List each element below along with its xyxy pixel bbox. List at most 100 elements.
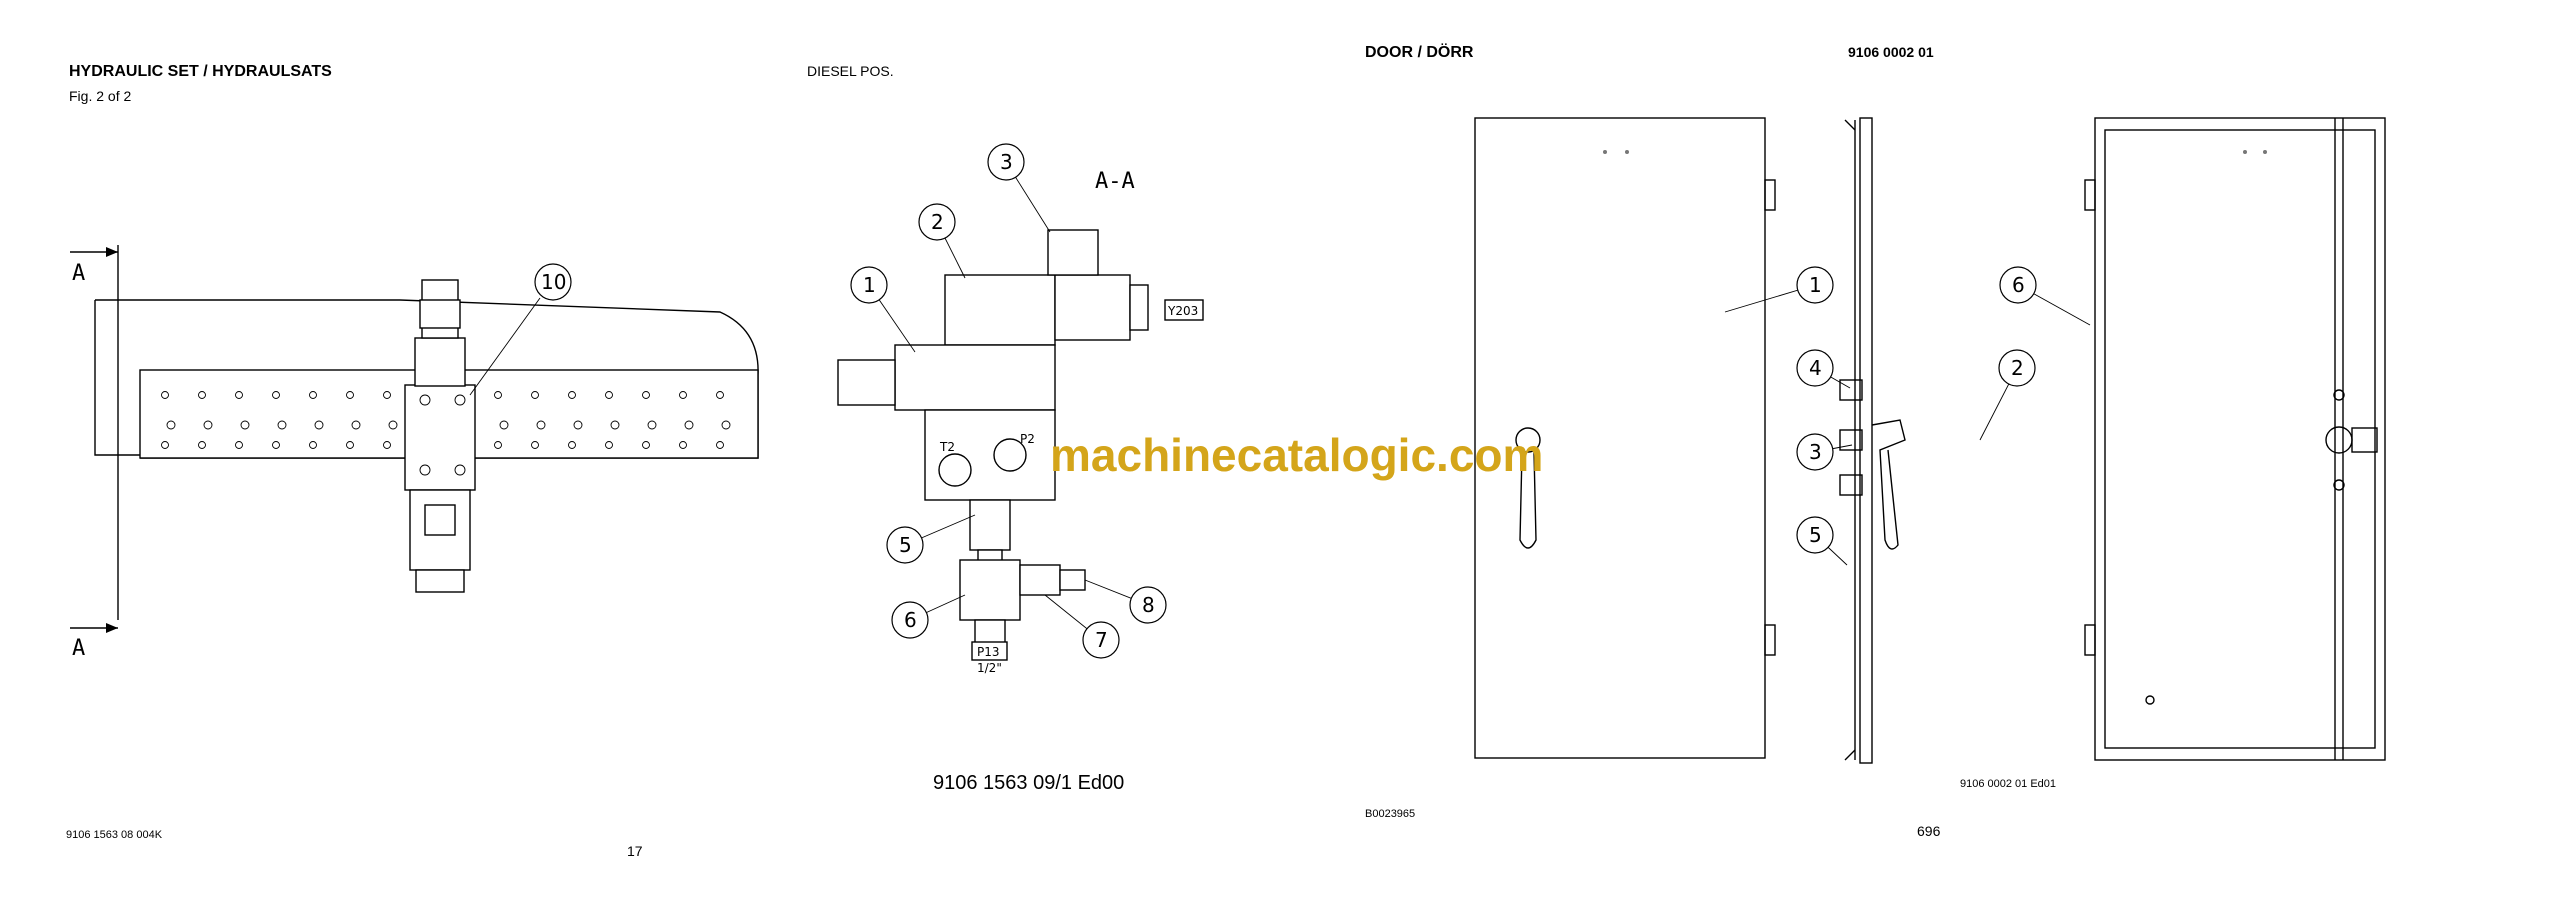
callout-3: 3 bbox=[1796, 433, 1853, 471]
callout-label: 5 bbox=[1809, 523, 1822, 547]
manifold-hole bbox=[499, 420, 509, 430]
manifold-hole bbox=[531, 441, 539, 449]
manifold-hole bbox=[679, 391, 687, 399]
manifold-hole bbox=[494, 441, 502, 449]
callout-1: 1 bbox=[1724, 266, 1834, 313]
manifold-hole bbox=[272, 441, 280, 449]
door-hinge-top bbox=[1764, 179, 1776, 211]
callout-6: 6 bbox=[1999, 266, 2091, 326]
callout-label: 2 bbox=[2011, 356, 2024, 380]
left-page: HYDRAULIC SET / HYDRAULSATS Fig. 2 of 2 … bbox=[66, 63, 1204, 859]
callout-10-label: 10 bbox=[541, 270, 566, 294]
callout-label: 3 bbox=[1000, 150, 1013, 174]
hinge-part-lower bbox=[1839, 474, 1863, 496]
callout-circle bbox=[1129, 586, 1167, 624]
valve-upper-body bbox=[944, 274, 1056, 346]
outlet bbox=[974, 619, 1006, 646]
manifold-hole bbox=[605, 391, 613, 399]
manifold-hole bbox=[198, 441, 206, 449]
door-lock-cylinder bbox=[1515, 427, 1541, 453]
section-a-a-label: A-A bbox=[1095, 169, 1135, 194]
coil-connector bbox=[1047, 229, 1099, 276]
callout-label: 4 bbox=[1809, 356, 1822, 380]
door-side-frame bbox=[1859, 117, 1873, 764]
fitting-5 bbox=[969, 499, 1011, 551]
half-inch-label: 1/2" bbox=[977, 661, 1002, 675]
callout-circle bbox=[918, 203, 956, 241]
side-handle-2 bbox=[1871, 419, 1906, 550]
valve-middle-body bbox=[894, 344, 1056, 411]
callout-label: 5 bbox=[899, 533, 912, 557]
footer-code: 9106 1563 08 004K bbox=[66, 829, 163, 841]
callout-circle bbox=[1998, 349, 2036, 387]
manifold-hole bbox=[568, 391, 576, 399]
door-handle bbox=[1519, 451, 1537, 549]
center-port bbox=[419, 394, 431, 406]
door-back-inner bbox=[2104, 129, 2376, 749]
callout-label: 1 bbox=[1809, 273, 1822, 297]
manifold-hole bbox=[272, 391, 280, 399]
manifold-hole bbox=[314, 420, 324, 430]
doc-number: 9106 0002 01 bbox=[1848, 44, 1934, 60]
manifold-hole bbox=[235, 441, 243, 449]
callout-2: 2 bbox=[1979, 349, 2036, 441]
y203-tag bbox=[1164, 299, 1204, 321]
drawing-ref: 9106 0002 01 Ed01 bbox=[1960, 778, 2057, 790]
manifold-hole bbox=[203, 420, 213, 430]
callout-5: 5 bbox=[1796, 516, 1848, 566]
manifold-hole bbox=[161, 441, 169, 449]
figure-label: Fig. 2 of 2 bbox=[69, 88, 132, 104]
manifold-hole bbox=[647, 420, 657, 430]
part-number: 9106 1563 09/1 Ed00 bbox=[933, 772, 1125, 794]
manifold-hole bbox=[351, 420, 361, 430]
center-valve-neck bbox=[414, 337, 466, 387]
manifold-hole bbox=[684, 420, 694, 430]
callout-circle bbox=[1082, 621, 1120, 659]
manifold-hole bbox=[605, 441, 613, 449]
valve-callouts: 12 3 5 6 78 bbox=[850, 143, 1167, 659]
page-number: 17 bbox=[627, 843, 643, 859]
side-fitting bbox=[837, 359, 896, 406]
plug-8 bbox=[1059, 569, 1086, 591]
door-dot bbox=[1625, 150, 1629, 154]
manifold-hole bbox=[494, 391, 502, 399]
section-label-bottom: A bbox=[72, 636, 85, 661]
manifold-hole bbox=[383, 391, 391, 399]
door-front-panel bbox=[1474, 117, 1766, 759]
page-title: HYDRAULIC SET / HYDRAULSATS bbox=[69, 63, 332, 80]
callout-label: 6 bbox=[2012, 273, 2025, 297]
coil-end-knob bbox=[1129, 284, 1149, 331]
callout-8: 8 bbox=[1084, 579, 1167, 624]
center-port bbox=[454, 394, 466, 406]
solenoid-coil bbox=[1054, 274, 1131, 341]
valve-lower-body bbox=[924, 409, 1056, 501]
tee-fitting-6 bbox=[959, 559, 1021, 621]
port-p2 bbox=[993, 438, 1027, 472]
hinge-part-3 bbox=[1839, 429, 1863, 451]
callout-7: 7 bbox=[1044, 594, 1120, 659]
callout-2: 2 bbox=[918, 203, 966, 279]
callout-4: 4 bbox=[1796, 349, 1851, 389]
callout-circle bbox=[891, 601, 929, 639]
callout-label: 6 bbox=[904, 608, 917, 632]
y203-label: Y203 bbox=[1167, 304, 1198, 318]
callout-circle bbox=[1999, 266, 2037, 304]
manifold-hole bbox=[642, 441, 650, 449]
center-valve-nut bbox=[419, 299, 461, 329]
door-callouts: 1 2 3 4 5 6 bbox=[1724, 266, 2091, 566]
page-number-right: 696 bbox=[1917, 823, 1941, 839]
manifold-hole bbox=[536, 420, 546, 430]
manifold-hole bbox=[235, 391, 243, 399]
callout-1: 1 bbox=[850, 266, 916, 353]
manifold-hole bbox=[161, 391, 169, 399]
callout-circle bbox=[1796, 349, 1834, 387]
manifold-hole bbox=[721, 420, 731, 430]
callout-circle bbox=[850, 266, 888, 304]
back-lock-mechanism bbox=[2325, 426, 2353, 454]
manifold-hole bbox=[573, 420, 583, 430]
door-drawing: 1 2 3 4 5 6 bbox=[1474, 117, 2386, 764]
door-hinge-bottom bbox=[1764, 624, 1776, 656]
p13-tag bbox=[971, 641, 1008, 661]
section-label-top: A bbox=[72, 261, 85, 286]
manifold-hole bbox=[383, 441, 391, 449]
